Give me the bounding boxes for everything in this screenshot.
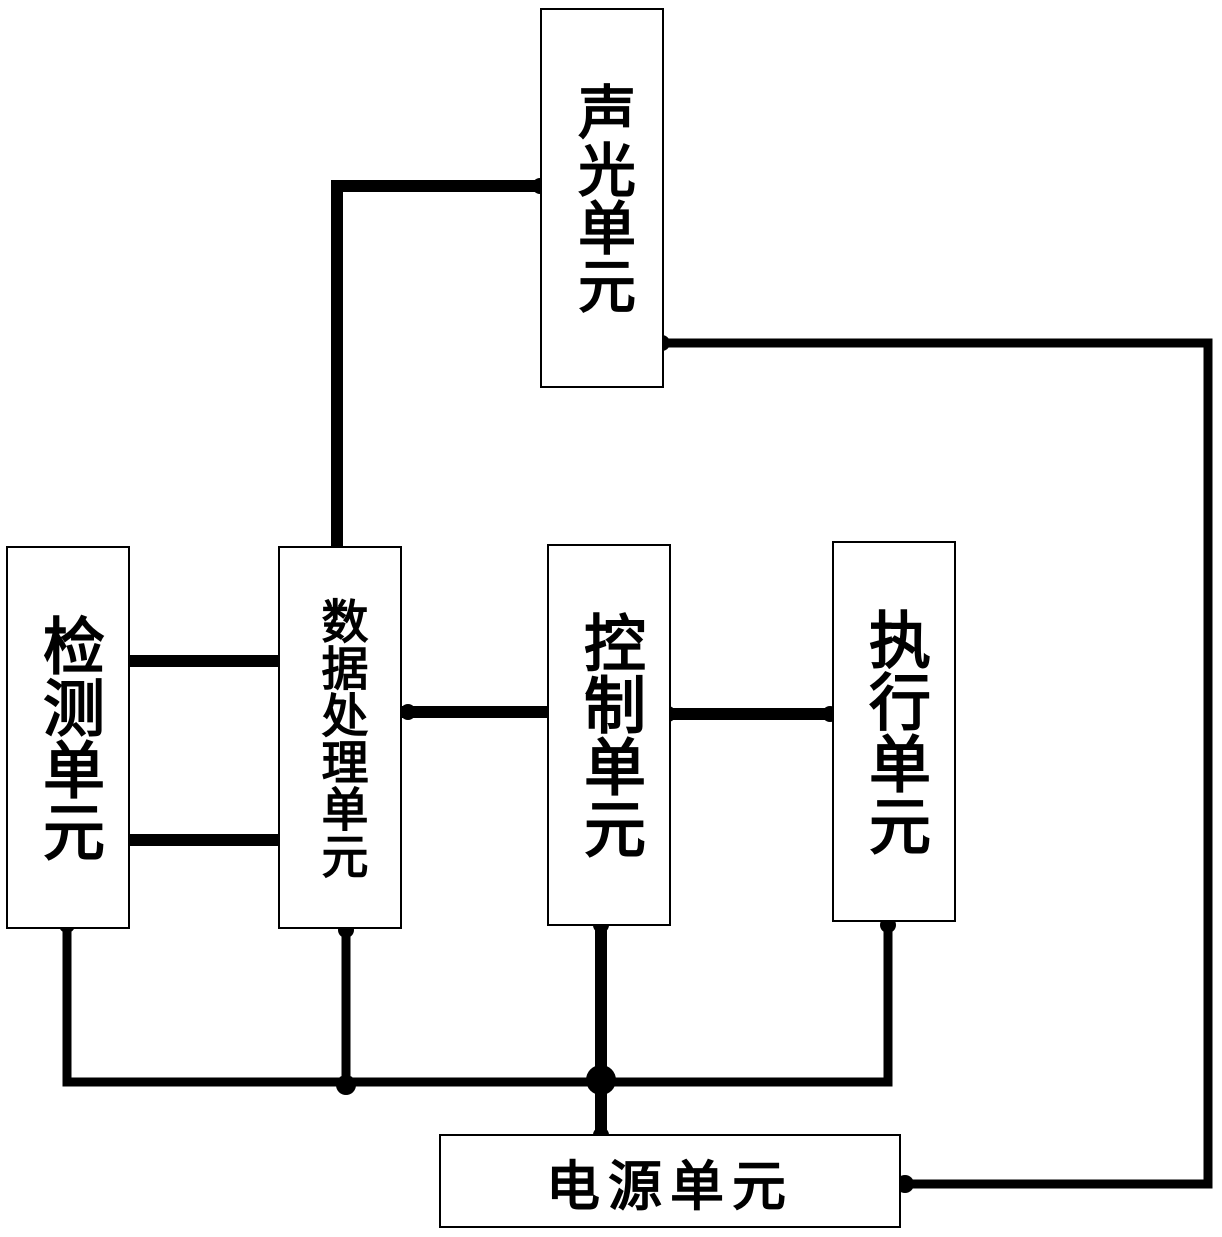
junction-dot (336, 1075, 356, 1095)
junction-dot (586, 1065, 616, 1095)
sound-light-unit-box: 声光单元 (540, 8, 664, 388)
control-unit-label: 控制单元 (573, 611, 646, 859)
power-unit-box: 电源单元 (439, 1134, 901, 1228)
detection-unit-box: 检测单元 (6, 546, 130, 929)
data-processing-unit-box: 数据处理单元 (278, 546, 402, 929)
detection-unit-label: 检测单元 (32, 613, 105, 862)
data-processing-unit-label: 数据处理单元 (312, 596, 368, 879)
line-processing-to-soundlight (331, 180, 546, 554)
junction-dot (400, 704, 416, 720)
power-unit-label: 电源单元 (546, 1153, 794, 1218)
control-unit-box: 控制单元 (547, 544, 671, 926)
sound-light-unit-label: 声光单元 (568, 82, 636, 314)
execution-unit-box: 执行单元 (832, 541, 956, 922)
line-bus-detection (62, 920, 893, 1087)
execution-unit-label: 执行单元 (858, 607, 931, 856)
line-soundlight-to-power (657, 338, 1213, 1189)
